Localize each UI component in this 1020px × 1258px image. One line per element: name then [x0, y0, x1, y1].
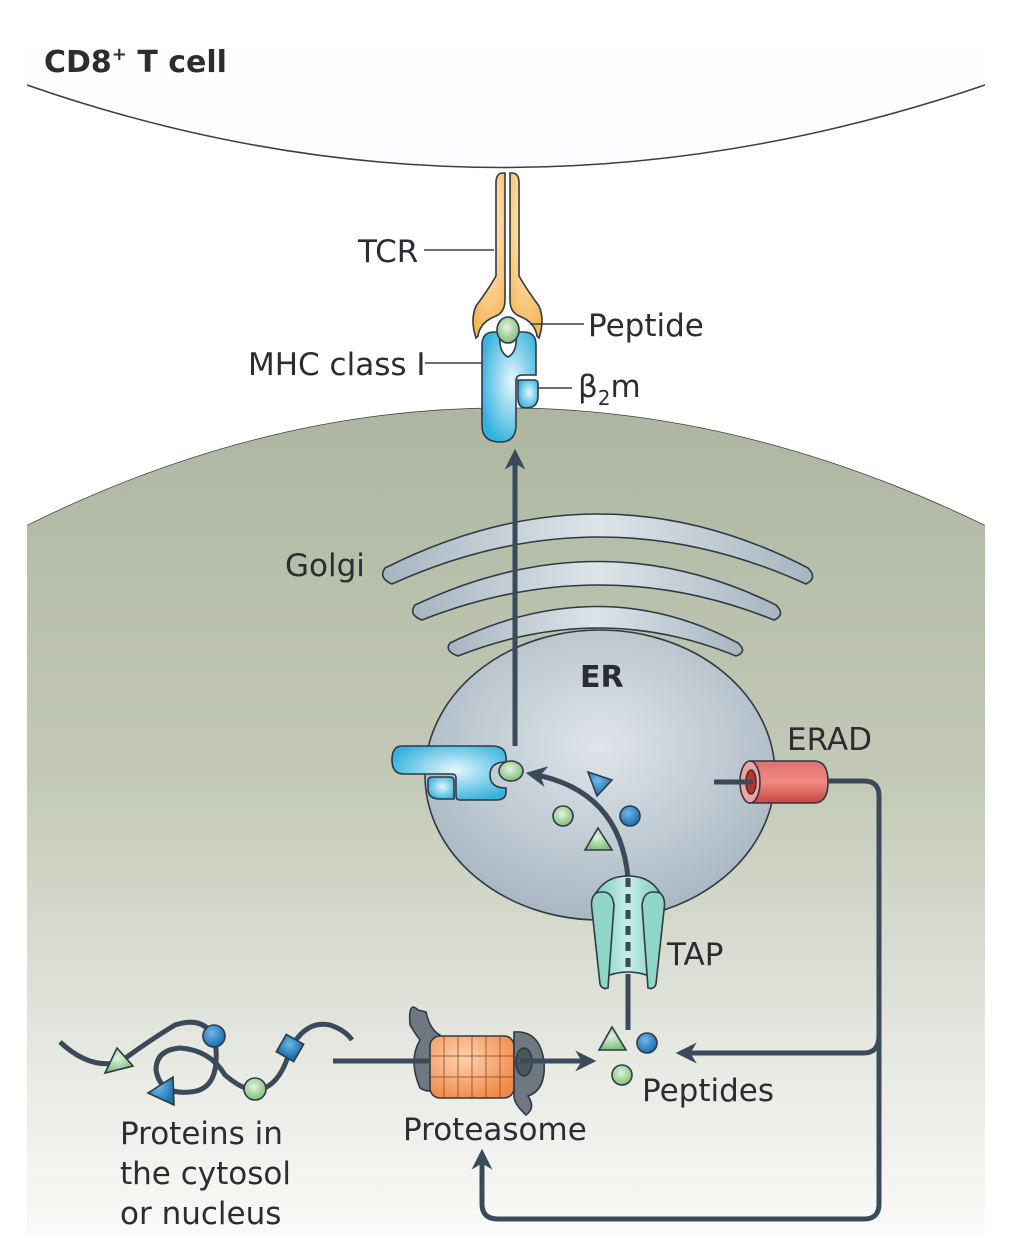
mhc-class-i-surface [481, 316, 539, 443]
mhc-label: MHC class I [248, 347, 426, 383]
cytosol-peptide-green-circle [611, 1064, 633, 1086]
er-peptide-green-circle [552, 805, 574, 827]
proteins-label-line3: or nucleus [120, 1196, 281, 1232]
protein-residue-blue-circle [202, 1024, 226, 1048]
erad-recycle-arrow [471, 778, 882, 1222]
peptide-loading-arrow [525, 766, 631, 879]
protein-residue-green-triangle [103, 1046, 135, 1075]
cytosol-peptide-green-triangle [597, 1025, 628, 1051]
er-loaded-peptide [498, 760, 524, 782]
er-peptide-blue-triangle [586, 770, 614, 798]
intercellular-space [27, 85, 985, 525]
er-peptide-blue-circle [619, 805, 641, 827]
protein-residue-blue-triangle [146, 1075, 175, 1107]
golgi-label: Golgi [285, 548, 365, 584]
protein-residue-blue-square [275, 1033, 305, 1063]
erad-label: ERAD [787, 722, 872, 758]
protein-chain [58, 1019, 355, 1107]
peptide-label: Peptide [588, 308, 704, 344]
proteasome-label: Proteasome [403, 1112, 587, 1148]
mhc-class-i-er [391, 745, 524, 801]
tcr-label: TCR [357, 234, 418, 270]
b2m-er-domain [427, 776, 455, 800]
tcell-label: CD8+ T cell [44, 44, 227, 80]
proteins-label-line2: the cytosol [120, 1156, 291, 1192]
er-peptide-green-triangle [583, 826, 614, 851]
b2m-label: β2m [578, 369, 641, 410]
cytosol-peptide-blue-circle [636, 1032, 658, 1054]
protein-residue-green-circle [243, 1077, 267, 1101]
golgi-apparatus [381, 513, 814, 657]
er-label: ER [580, 660, 624, 695]
erad-to-peptides-arrow [675, 1034, 882, 1064]
bound-peptide [496, 316, 520, 344]
tap-label: TAP [666, 937, 723, 973]
tcell-membrane [26, 84, 986, 169]
erad-channel [739, 760, 829, 804]
b2m-domain [517, 379, 539, 409]
peptides-label: Peptides [642, 1073, 774, 1109]
proteins-label-line1: Proteins in [120, 1116, 283, 1152]
proteasome [408, 1006, 545, 1117]
